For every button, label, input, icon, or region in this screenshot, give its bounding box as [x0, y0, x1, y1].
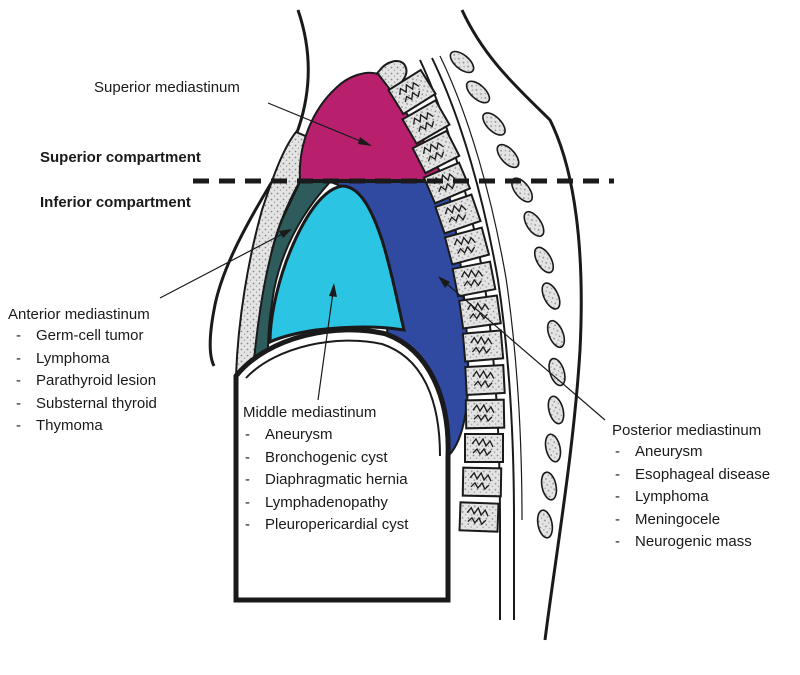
vertebral-column — [387, 68, 506, 533]
vertebra — [387, 68, 437, 116]
anterior-item: Substernal thyroid — [16, 393, 157, 416]
vertebra — [451, 260, 497, 298]
middle-mediastinum-title: Middle mediastinum — [243, 404, 377, 421]
superior-mediastinum-label: Superior mediastinum — [94, 79, 240, 96]
superior-compartment-label: Superior compartment — [40, 149, 201, 166]
anterior-item: Parathyroid lesion — [16, 370, 157, 393]
spinous-process — [533, 246, 555, 274]
vertebra — [461, 466, 503, 498]
posterior-mediastinum-title: Posterior mediastinum — [612, 422, 762, 439]
middle-item: Lymphadenopathy — [245, 492, 408, 515]
vertebra — [464, 433, 504, 463]
body-outline-back — [460, 9, 583, 641]
posterior-item: Lymphoma — [615, 486, 770, 509]
spinous-process — [547, 395, 565, 425]
spinous-process — [548, 357, 566, 387]
inferior-compartment-label: Inferior compartment — [40, 194, 191, 211]
spinous-process — [544, 433, 562, 463]
posterior-mediastinum-list: AneurysmEsophageal diseaseLymphomaMening… — [615, 441, 770, 554]
posterior-item: Neurogenic mass — [615, 531, 770, 554]
spinous-process — [465, 80, 491, 104]
vertebra — [411, 129, 461, 175]
anterior-mediastinum-title: Anterior mediastinum — [8, 306, 150, 323]
vertebra — [464, 398, 506, 430]
leader-anterior — [159, 229, 291, 299]
vertebra — [434, 193, 482, 235]
vertebra — [461, 329, 505, 363]
anterior-item: Germ-cell tumor — [16, 325, 157, 348]
body-outline-front — [208, 9, 310, 367]
spinous-process — [546, 319, 566, 349]
middle-item: Aneurysm — [245, 424, 408, 447]
spinal-canal-back — [431, 57, 515, 620]
spinous-process — [482, 112, 506, 136]
spinal-canal-inner — [439, 55, 523, 521]
spinous-process — [541, 282, 561, 310]
posterior-item: Esophageal disease — [615, 464, 770, 487]
diaphragm-inner-line — [245, 339, 441, 457]
vertebra — [422, 161, 472, 205]
vertebra — [443, 226, 491, 266]
middle-item: Diaphragmatic hernia — [245, 469, 408, 492]
leader-posterior — [439, 277, 606, 421]
arrowhead-anterior — [279, 229, 292, 238]
middle-item: Pleuropericardial cyst — [245, 514, 408, 537]
anterior-item: Lymphoma — [16, 348, 157, 371]
spinous-process — [496, 143, 520, 169]
anterior-mediastinum-list: Germ-cell tumorLymphomaParathyroid lesio… — [16, 325, 157, 438]
vertebra — [458, 501, 500, 533]
spinous-process — [449, 50, 475, 74]
posterior-item: Meningocele — [615, 509, 770, 532]
leader-middle — [317, 284, 335, 401]
spinous-process — [536, 509, 554, 539]
middle-item: Bronchogenic cyst — [245, 447, 408, 470]
spinous-process — [523, 210, 545, 238]
arrowhead-superior — [358, 137, 372, 146]
arrowhead-middle — [329, 283, 337, 297]
posterior-item: Aneurysm — [615, 441, 770, 464]
middle-mediastinum-region — [268, 184, 406, 345]
vertebra — [401, 99, 451, 145]
leader-superior — [267, 102, 371, 146]
anterior-item: Thymoma — [16, 415, 157, 438]
spinous-process — [540, 471, 558, 501]
vertebra — [464, 363, 506, 397]
middle-mediastinum-list: AneurysmBronchogenic cystDiaphragmatic h… — [245, 424, 408, 537]
arrowhead-posterior — [438, 276, 450, 288]
spinous-processes — [449, 50, 566, 539]
